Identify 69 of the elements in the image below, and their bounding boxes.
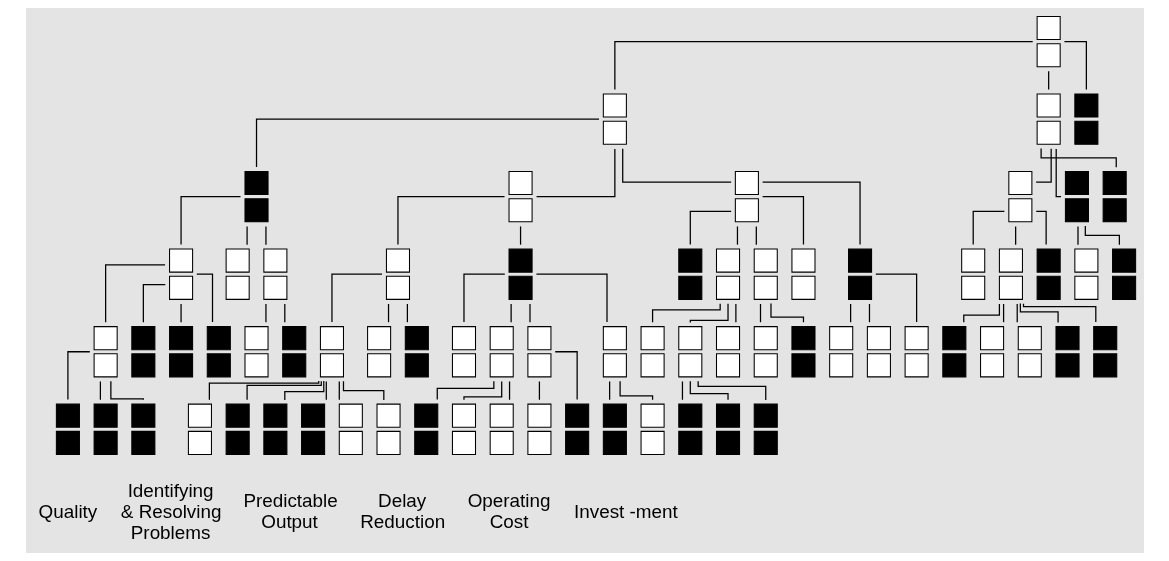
label: Invest -ment [573, 500, 678, 522]
connector [99, 380, 101, 401]
connector [508, 380, 510, 401]
connector [462, 273, 505, 323]
connector [618, 380, 653, 401]
connector [689, 303, 729, 323]
connector [462, 380, 502, 401]
connector [283, 303, 285, 323]
connector [755, 225, 757, 246]
connector [849, 303, 851, 323]
connector [761, 196, 804, 246]
connector [1063, 40, 1087, 90]
connector [972, 210, 1005, 246]
connector [1039, 147, 1117, 168]
connector [621, 148, 732, 183]
connector [1084, 225, 1120, 246]
connector [245, 225, 248, 246]
connector [1047, 70, 1049, 91]
connector [283, 380, 324, 401]
connector [1019, 302, 1059, 323]
connector [613, 40, 1033, 90]
connector [681, 380, 683, 401]
label: Predictable Output [242, 490, 338, 533]
connector [264, 303, 267, 323]
connector [396, 196, 505, 246]
connector [387, 303, 389, 323]
connector [1035, 210, 1047, 246]
connector [1076, 225, 1079, 246]
connector [538, 380, 540, 401]
label: Identifying & Resolving Problems [120, 479, 221, 543]
connector [109, 380, 144, 401]
connector [142, 284, 166, 323]
connector [264, 225, 267, 246]
connector [342, 380, 384, 401]
connector [1014, 225, 1016, 246]
label: Quality [38, 500, 97, 522]
connector [179, 303, 182, 323]
connector [535, 148, 615, 198]
connector [519, 225, 521, 246]
connector [608, 380, 610, 401]
connector [510, 303, 512, 323]
connector [1055, 148, 1062, 198]
connector [761, 181, 861, 246]
connector [325, 380, 327, 401]
connector [759, 303, 761, 323]
connector [734, 303, 736, 323]
connector [1016, 303, 1018, 323]
connector [689, 210, 732, 246]
connector [245, 380, 322, 401]
connector [689, 380, 729, 401]
connector [179, 196, 241, 246]
connector [535, 273, 608, 323]
connector [962, 303, 1000, 323]
connector [330, 273, 383, 323]
connector [338, 380, 340, 401]
connector [736, 225, 738, 246]
connector [406, 303, 408, 323]
connector [528, 303, 531, 323]
connector [66, 351, 90, 401]
label: Delay Reduction [359, 490, 445, 533]
connector [868, 303, 870, 323]
connector [874, 273, 917, 323]
connector [104, 264, 166, 323]
connector [208, 380, 319, 401]
connector [1035, 148, 1052, 183]
label: Operating Cost [467, 490, 550, 533]
connector [1002, 303, 1004, 323]
connector [554, 351, 578, 401]
connector [255, 118, 600, 168]
